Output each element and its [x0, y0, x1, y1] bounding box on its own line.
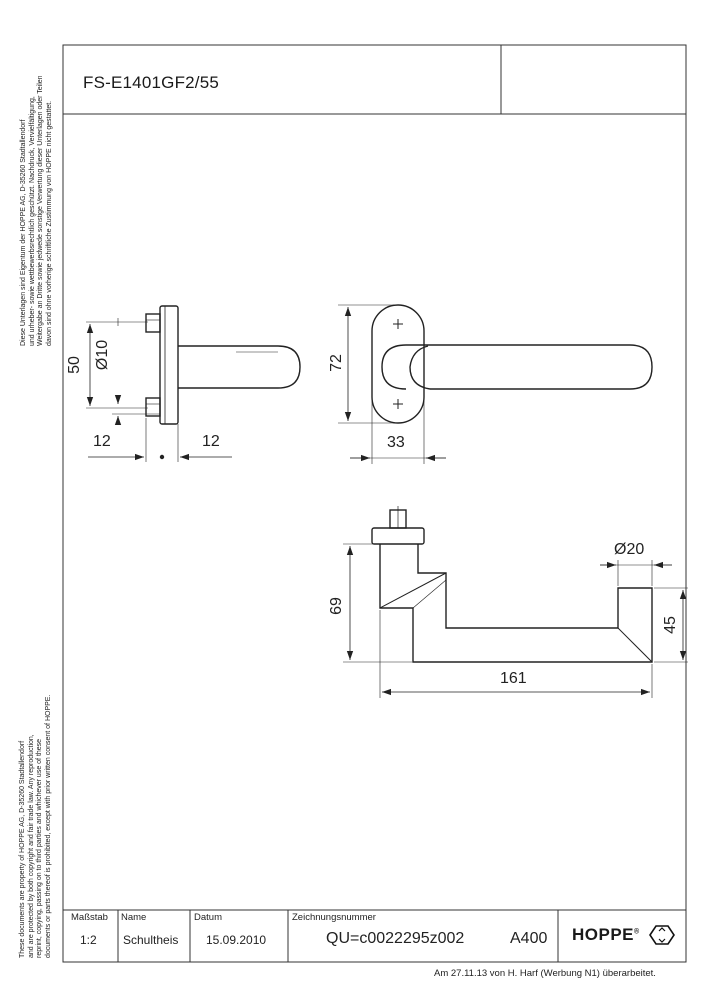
date-value: 15.09.2010	[206, 933, 267, 947]
copyright-note-german: Diese Unterlagen sind Eigentum der HOPPE…	[20, 75, 53, 346]
copyright-note-english: These documents are property of HOPPE AG…	[19, 694, 52, 958]
scale-label: Maßstab	[71, 912, 108, 923]
hoppe-logo: HOPPE®	[572, 925, 640, 945]
drawing-frame	[62, 44, 687, 963]
registered-mark: ®	[634, 928, 640, 936]
dim-length: 161	[500, 670, 527, 687]
dimension-lines-left	[86, 318, 232, 462]
drawing-title: FS-E1401GF2/55	[83, 73, 220, 92]
dim-left-offset: 12	[93, 433, 111, 450]
dim-plate-width: 33	[387, 434, 405, 451]
side-view-rose	[145, 305, 301, 425]
drawing-number-value: QU=c0022295z002	[326, 930, 465, 947]
name-value: Schultheis	[123, 933, 179, 947]
revision-note: Am 27.11.13 von H. Harf (Werbung N1) übe…	[434, 968, 656, 979]
date-label: Datum	[194, 912, 222, 923]
drawing-number-label: Zeichnungsnummer	[292, 912, 376, 923]
dim-pin-diameter: Ø10	[94, 339, 112, 371]
dim-rose-height: 50	[65, 356, 83, 374]
format-value: A400	[510, 930, 548, 947]
scale-value: 1:2	[80, 933, 97, 947]
top-view-lever	[371, 506, 653, 663]
front-view-plate	[371, 304, 653, 424]
dim-plate-height: 72	[327, 354, 345, 372]
dimension-lines-front	[338, 304, 446, 464]
dim-right-offset: 12	[202, 433, 220, 450]
hoppe-logo-mark	[649, 925, 675, 945]
dim-grip-diameter: Ø20	[614, 541, 645, 558]
center-dot	[159, 454, 165, 460]
hoppe-logo-text: HOPPE	[572, 925, 635, 944]
title-block	[63, 909, 686, 962]
name-label: Name	[121, 912, 147, 923]
dimension-lines-top	[343, 543, 688, 698]
dim-height-69: 69	[327, 597, 345, 615]
dim-height-45: 45	[661, 616, 679, 634]
